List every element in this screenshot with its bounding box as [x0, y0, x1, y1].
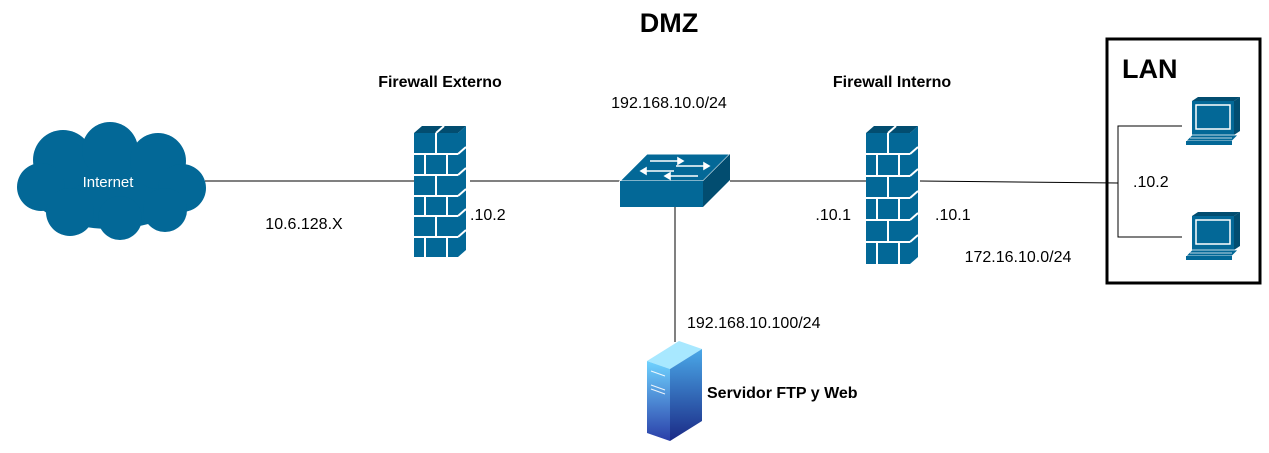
server-icon [647, 341, 702, 441]
fw-int-right-ip: .10.1 [935, 207, 971, 224]
fw-int-left-ip: .10.1 [815, 207, 851, 224]
firewall-icon [866, 125, 919, 264]
internet-ip-label: 10.6.128.X [265, 216, 343, 233]
fw-ext-right-ip: .10.2 [470, 207, 506, 224]
fw-ext-label: Firewall Externo [378, 74, 502, 91]
lan-label: LAN [1122, 54, 1178, 84]
connections [205, 125, 1182, 342]
dmz-network-label: 192.168.10.0/24 [611, 95, 727, 112]
fw-int-label: Firewall Interno [833, 74, 951, 91]
switch-icon [618, 153, 732, 207]
firewall-icon [414, 125, 467, 257]
lan-network-label: 172.16.10.0/24 [965, 249, 1072, 266]
cloud-icon [17, 122, 206, 240]
internet-label: Internet [83, 174, 135, 191]
lan-box [1105, 37, 1262, 285]
lan-bracket [1117, 125, 1182, 238]
diagram-title: DMZ [640, 8, 698, 38]
server-label: Servidor FTP y Web [707, 385, 858, 402]
computer-icon [1185, 212, 1240, 260]
computer-icon [1185, 97, 1240, 145]
server-ip-label: 192.168.10.100/24 [687, 315, 821, 332]
link-fw-int-lan [919, 180, 1119, 184]
lan-host-ip: .10.2 [1133, 174, 1169, 191]
